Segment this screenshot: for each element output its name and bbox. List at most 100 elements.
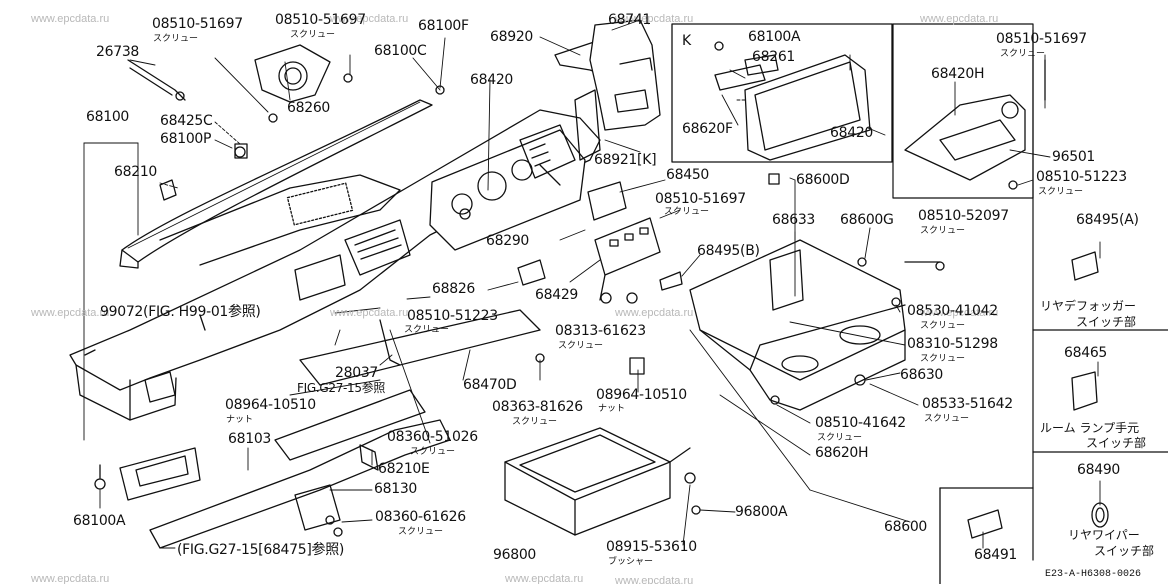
part-label: 68630 (900, 367, 944, 383)
lower-reinforcement (149, 309, 541, 549)
watermark: www.epcdata.ru (615, 307, 694, 319)
glove-box (689, 239, 906, 411)
screw-note: スクリュー (664, 207, 710, 217)
switch-caption: リヤデフォッガー (1040, 299, 1137, 313)
right-switch-parts (967, 251, 1109, 539)
screw-note: スクリュー (410, 447, 456, 457)
screw-note: スクリュー (1000, 49, 1046, 59)
screw-note: スクリュー (404, 325, 450, 335)
switch-caption: スイッチ部 (1094, 544, 1155, 558)
part-label: 68425C (160, 113, 213, 129)
floor-tray (504, 427, 691, 536)
part-label: 68600 (884, 519, 928, 535)
part-label: 68130 (374, 481, 418, 497)
screw-note: スクリュー (924, 414, 970, 424)
part-label: 68100C (374, 43, 427, 59)
watermark: www.epcdata.ru (920, 307, 999, 319)
watermark: www.epcdata.ru (330, 13, 409, 25)
part-label: 68210 (114, 164, 158, 180)
part-label: 08363-81626 (492, 399, 583, 415)
part-label: 99072(FIG. H99-01参照) (100, 304, 261, 320)
part-label: 68600D (796, 172, 850, 188)
part-label: 68620F (682, 121, 733, 137)
switch-caption: ルーム ランプ手元 (1040, 421, 1140, 435)
small-box-68826 (517, 259, 546, 286)
part-label: 08533-51642 (922, 396, 1013, 412)
screw-note: スクリュー (817, 433, 863, 443)
section-k-marker: K (682, 33, 691, 49)
screw-note: スクリュー (920, 354, 966, 364)
bushing-note: ブッシャー (608, 557, 654, 567)
leader-lines (83, 19, 1101, 549)
part-label: 68921[K] (594, 152, 657, 168)
part-label: 08310-51298 (907, 336, 998, 352)
inset-k-frame (671, 23, 893, 163)
part-label: 68826 (432, 281, 476, 297)
part-label: 68495(A) (1076, 212, 1139, 228)
inset-glovebox-drawing (904, 59, 1046, 181)
part-label: 08313-61623 (555, 323, 646, 339)
watermark: www.epcdata.ru (615, 13, 694, 25)
part-label: 08915-53610 (606, 539, 697, 555)
part-label: 08510-51697 (996, 31, 1087, 47)
part-label: 08510-51223 (407, 308, 498, 324)
part-label: 68420H (931, 66, 985, 82)
watermark: www.epcdata.ru (31, 307, 110, 319)
part-label: 96501 (1052, 149, 1096, 165)
part-label: 68260 (287, 100, 331, 116)
part-label: 68920 (490, 29, 534, 45)
instrument-panel-body (69, 109, 601, 421)
screw-note: スクリュー (512, 417, 558, 427)
part-label: 08530-41042 (907, 303, 998, 319)
part-label: 68633 (772, 212, 816, 228)
part-label: 68100A (73, 513, 126, 529)
part-label: 08510-51697 (655, 191, 746, 207)
watermark: www.epcdata.ru (920, 13, 999, 25)
part-label: 08964-10510 (225, 397, 316, 413)
screw-note: スクリュー (153, 34, 199, 44)
part-label: 08964-10510 (596, 387, 687, 403)
part-label: 68100A (748, 29, 801, 45)
switch-caption: スイッチ部 (1086, 436, 1147, 450)
part-label: 68470D (463, 377, 517, 393)
watermark: www.epcdata.ru (615, 575, 694, 584)
meter-hood-parts (254, 19, 661, 161)
inset-k-drawing (714, 41, 871, 161)
part-label: 68261 (752, 49, 796, 65)
part-label: 68210E (378, 461, 430, 477)
part-label: 68741 (608, 12, 652, 28)
switch-caption: スイッチ部 (1076, 315, 1137, 329)
screw-note: スクリュー (290, 30, 336, 40)
part-label: 68450 (666, 167, 710, 183)
screw-note: スクリュー (558, 341, 604, 351)
screw-note: スクリュー (920, 226, 966, 236)
part-label: 68429 (535, 287, 579, 303)
part-label: 68100 (86, 109, 130, 125)
part-label: 96800 (493, 547, 537, 563)
part-label: (FIG.G27-15[68475]参照) (177, 542, 345, 558)
part-label: 68490 (1077, 462, 1121, 478)
screw-note: スクリュー (920, 321, 966, 331)
nut-note: ナット (598, 404, 626, 414)
watermark: www.epcdata.ru (505, 573, 584, 584)
part-label: 68495(B) (697, 243, 760, 259)
part-label: 68465 (1064, 345, 1108, 361)
part-label: 68620H (815, 445, 869, 461)
drawing-code: E23-A-H6308-0026 (1045, 569, 1142, 580)
switch-caption: リヤワイパー (1068, 528, 1140, 542)
watermark: www.epcdata.ru (330, 307, 409, 319)
part-label: 08360-51026 (387, 429, 478, 445)
part-label: FIG.G27-15参照 (297, 381, 386, 395)
part-label: 26738 (96, 44, 140, 60)
part-label: 68420 (830, 125, 874, 141)
part-label: 08510-51223 (1036, 169, 1127, 185)
part-label: 08510-52097 (918, 208, 1009, 224)
part-label: 68103 (228, 431, 272, 447)
nut-note: ナット (226, 415, 254, 425)
misc-parts (94, 59, 1018, 537)
part-label: 68491 (974, 547, 1018, 563)
part-label: 08510-41642 (815, 415, 906, 431)
part-label: 96800A (735, 504, 788, 520)
